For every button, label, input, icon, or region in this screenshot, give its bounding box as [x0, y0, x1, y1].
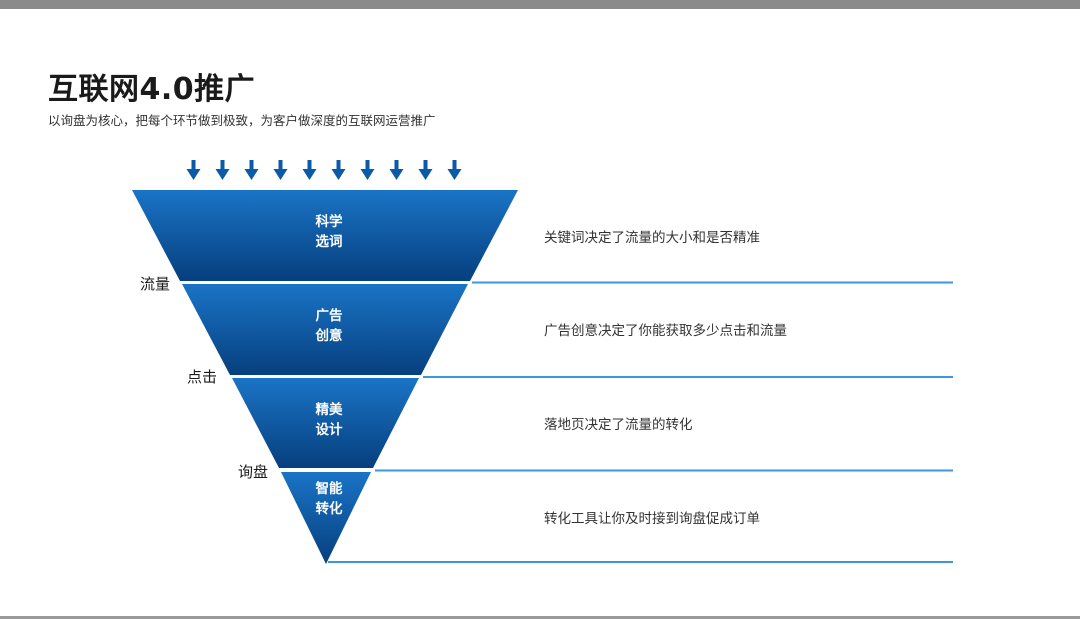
segment-label-line: 广告 [315, 308, 343, 324]
segment-label-4: 智能 转化 [289, 479, 369, 519]
down-arrow-icon [389, 160, 404, 180]
segment-label-line: 创意 [315, 328, 343, 344]
segment-label-3: 精美 设计 [289, 400, 369, 440]
segment-label-line: 选词 [315, 234, 343, 250]
segment-label-line: 智能 [315, 481, 343, 497]
funnel-segment-4 [281, 472, 371, 564]
down-arrow-icon [447, 160, 462, 180]
down-arrow-icon [215, 160, 230, 180]
segment-description-4: 转化工具让你及时接到询盘促成订单 [544, 511, 760, 527]
funnel-segment-3 [232, 378, 419, 468]
side-label-inquiries: 询盘 [238, 463, 269, 481]
page-title: 互联网4.0推广 [48, 72, 256, 107]
down-arrow-icon [331, 160, 346, 180]
segment-label-2: 广告 创意 [289, 306, 369, 346]
segment-label-line: 科学 [315, 214, 343, 230]
segment-label-line: 转化 [315, 501, 343, 517]
page-subtitle: 以询盘为核心，把每个环节做到极致，为客户做深度的互联网运营推广 [48, 113, 436, 128]
down-arrow-icon [244, 160, 259, 180]
down-arrow-icon [418, 160, 433, 180]
down-arrow-icon [302, 160, 317, 180]
segment-label-line: 精美 [315, 402, 343, 418]
down-arrow-icon [186, 160, 201, 180]
input-arrows [186, 160, 462, 180]
side-label-traffic: 流量 [140, 275, 171, 293]
down-arrow-icon [273, 160, 288, 180]
funnel-segment-2 [182, 284, 468, 375]
down-arrow-icon [360, 160, 375, 180]
top-border-bar [0, 0, 1080, 9]
segment-description-2: 广告创意决定了你能获取多少点击和流量 [544, 323, 787, 339]
segment-label-1: 科学 选词 [289, 212, 369, 252]
funnel-segment-1 [132, 190, 518, 281]
segment-description-3: 落地页决定了流量的转化 [544, 417, 693, 433]
bottom-border-bar [0, 616, 1080, 619]
segment-label-line: 设计 [315, 422, 343, 438]
segment-description-1: 关键词决定了流量的大小和是否精准 [544, 230, 760, 246]
side-label-clicks: 点击 [187, 368, 218, 386]
